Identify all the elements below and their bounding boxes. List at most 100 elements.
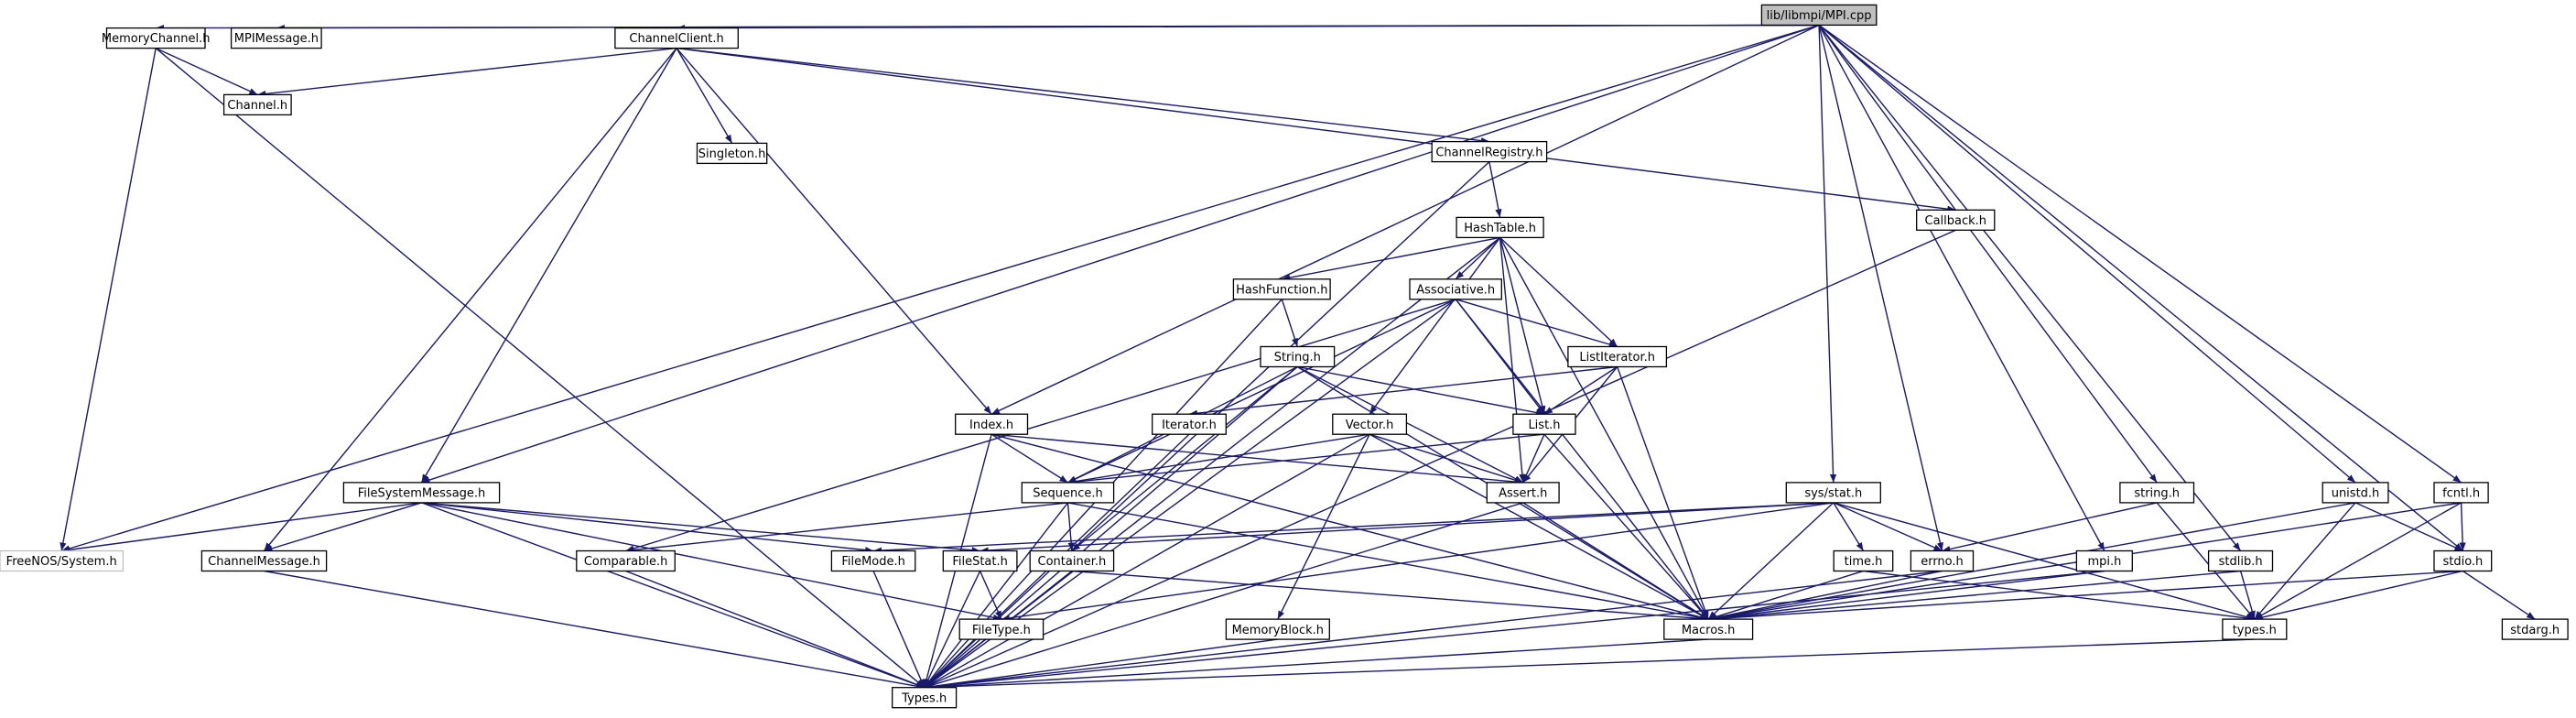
node-label: Container.h: [1038, 555, 1107, 569]
node-box: [1567, 345, 1668, 368]
edge-hash-table-to-assert: [1499, 237, 1526, 483]
node-box: [222, 93, 292, 116]
node-memory-block[interactable]: MemoryBlock.h: [1225, 618, 1330, 640]
node-box: [1029, 549, 1115, 572]
node-box: [105, 27, 206, 49]
node-memory-channel[interactable]: MemoryChannel.h: [102, 27, 211, 49]
edge-hash-table-to-list: [1499, 237, 1546, 415]
node-file-mode[interactable]: FileMode.h: [830, 549, 916, 572]
edge-mpi-cpp-to-errno: [1818, 25, 1943, 551]
edge-string-to-container: [1071, 365, 1298, 552]
node-channel-registry[interactable]: ChannelRegistry.h: [1431, 140, 1548, 163]
node-box: [1021, 482, 1115, 504]
node-stdio[interactable]: stdio.h: [2433, 549, 2493, 572]
edge-list-to-assert: [1522, 433, 1545, 484]
edge-memory-block-to-types: [924, 638, 1278, 691]
node-box: [696, 142, 768, 165]
node-label: Singleton.h: [698, 147, 766, 161]
edge-channel-registry-to-hash-table: [1488, 161, 1502, 218]
edge-comparable-to-types: [625, 570, 925, 689]
edge-assert-to-types: [924, 502, 1523, 689]
edge-mpi-h-to-types: [924, 570, 2105, 691]
node-channel[interactable]: Channel.h: [222, 93, 292, 116]
node-file-system-message[interactable]: FileSystemMessage.h: [342, 482, 501, 504]
dependency-edges: [60, 24, 2536, 691]
node-mpi-h[interactable]: mpi.h: [2075, 549, 2133, 572]
edge-callback-to-types: [924, 229, 1956, 689]
node-box: [200, 549, 328, 572]
node-types-lower[interactable]: types.h: [2222, 618, 2288, 640]
node-hash-table[interactable]: HashTable.h: [1456, 216, 1544, 239]
node-errno[interactable]: errno.h: [1910, 549, 1975, 572]
node-vector[interactable]: Vector.h: [1332, 413, 1408, 435]
edge-sys-stat-to-file-type: [1001, 502, 1834, 622]
node-types[interactable]: Types.h: [892, 687, 958, 709]
edge-vector-to-macros: [1369, 433, 1709, 620]
node-string-h[interactable]: string.h: [2119, 482, 2195, 504]
node-stdarg[interactable]: stdarg.h: [2501, 618, 2569, 640]
node-box: [892, 687, 958, 709]
node-box: [1760, 4, 1878, 27]
edge-channel-client-to-channel-message: [263, 48, 677, 551]
node-stdlib[interactable]: stdlib.h: [2207, 549, 2274, 572]
node-associative[interactable]: Associative.h: [1409, 278, 1502, 300]
node-box: [2433, 482, 2489, 504]
node-unistd[interactable]: unistd.h: [2322, 482, 2389, 504]
edge-file-system-message-to-file-stat: [421, 502, 980, 554]
node-file-type[interactable]: FileType.h: [958, 618, 1044, 640]
node-channel-message[interactable]: ChannelMessage.h: [200, 549, 328, 572]
node-hash-function[interactable]: HashFunction.h: [1232, 278, 1331, 300]
node-box: [1409, 278, 1502, 300]
node-index[interactable]: Index.h: [955, 413, 1029, 435]
node-list-iterator[interactable]: ListIterator.h: [1567, 345, 1668, 368]
node-label: Index.h: [969, 419, 1013, 432]
edge-file-stat-to-file-type: [979, 571, 1002, 620]
node-assert[interactable]: Assert.h: [1486, 482, 1560, 504]
node-sequence[interactable]: Sequence.h: [1021, 482, 1115, 504]
node-string[interactable]: String.h: [1260, 345, 1336, 368]
node-comparable[interactable]: Comparable.h: [576, 549, 676, 572]
node-box: [955, 413, 1029, 435]
node-label: errno.h: [1921, 555, 1964, 569]
node-mpi-cpp[interactable]: lib/libmpi/MPI.cpp: [1760, 4, 1878, 27]
node-container[interactable]: Container.h: [1029, 549, 1115, 572]
node-channel-client[interactable]: ChannelClient.h: [614, 27, 739, 49]
node-box: [2501, 618, 2569, 640]
node-box: [942, 549, 1018, 572]
edge-index-to-assert: [991, 433, 1523, 485]
edge-sequence-to-types: [924, 502, 1069, 689]
edge-channel-client-to-index: [676, 48, 992, 415]
edge-sequence-to-macros: [1067, 502, 1709, 622]
node-label: ChannelMessage.h: [208, 555, 320, 569]
edge-mpi-cpp-to-mpi-h: [1818, 25, 2105, 551]
edge-list-to-macros: [1543, 433, 1709, 620]
node-fcntl[interactable]: fcntl.h: [2433, 482, 2489, 504]
node-label: String.h: [1274, 351, 1321, 364]
node-box: [230, 27, 322, 49]
edge-mpi-cpp-to-freenos-system: [60, 24, 1820, 552]
edge-string-h-to-types-lower: [2156, 502, 2256, 620]
edge-list-iterator-to-iterator: [1188, 365, 1618, 417]
edge-fcntl-to-types-lower: [2254, 502, 2462, 620]
node-freenos-system[interactable]: FreeNOS/System.h: [0, 549, 124, 572]
node-label: stdlib.h: [2219, 555, 2263, 569]
node-callback[interactable]: Callback.h: [1916, 209, 1996, 231]
edge-file-system-message-to-file-type: [421, 502, 1002, 621]
node-box: [2322, 482, 2389, 504]
node-mpi-message[interactable]: MPIMessage.h: [230, 27, 322, 49]
edge-index-to-sequence: [990, 433, 1068, 484]
node-list[interactable]: List.h: [1512, 413, 1576, 435]
node-time[interactable]: time.h: [1833, 549, 1894, 572]
edge-string-to-list: [1297, 365, 1545, 417]
node-singleton[interactable]: Singleton.h: [696, 142, 768, 165]
node-label: FileType.h: [972, 624, 1031, 637]
node-macros[interactable]: Macros.h: [1663, 618, 1754, 640]
node-sys-stat[interactable]: sys/stat.h: [1785, 482, 1881, 504]
node-file-stat[interactable]: FileStat.h: [942, 549, 1018, 572]
node-iterator[interactable]: Iterator.h: [1152, 413, 1227, 435]
node-label: stdio.h: [2442, 555, 2483, 569]
node-box: [1332, 413, 1408, 435]
edge-channel-message-to-types: [264, 570, 925, 690]
edge-associative-to-list-iterator: [1456, 299, 1618, 348]
edge-file-system-message-to-freenos-system: [61, 502, 422, 553]
